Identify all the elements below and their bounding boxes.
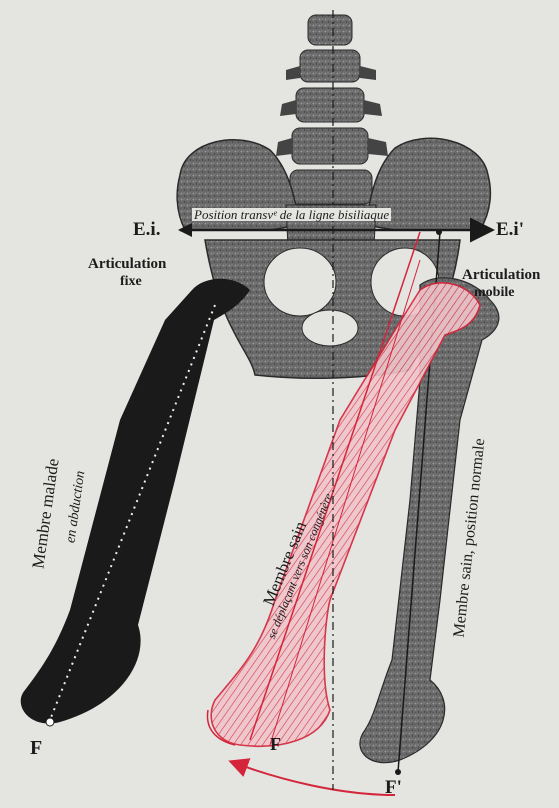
spine bbox=[276, 15, 388, 204]
label-f-left: F bbox=[30, 738, 42, 758]
label-articulation-fixe-2: fixe bbox=[120, 275, 142, 289]
label-articulation-fixe-1: Articulation bbox=[88, 257, 166, 272]
label-f-center: F bbox=[270, 735, 281, 753]
label-articulation-mobile-1: Articulation bbox=[462, 268, 540, 283]
label-f-prime: F' bbox=[385, 778, 402, 797]
label-ei-left: E.i. bbox=[133, 220, 160, 239]
label-bisiliac: Position transvᵉ de la ligne bisiliaque bbox=[192, 208, 391, 221]
label-articulation-mobile-2: mobile bbox=[474, 286, 514, 300]
label-ei-right: E.i' bbox=[496, 220, 524, 239]
